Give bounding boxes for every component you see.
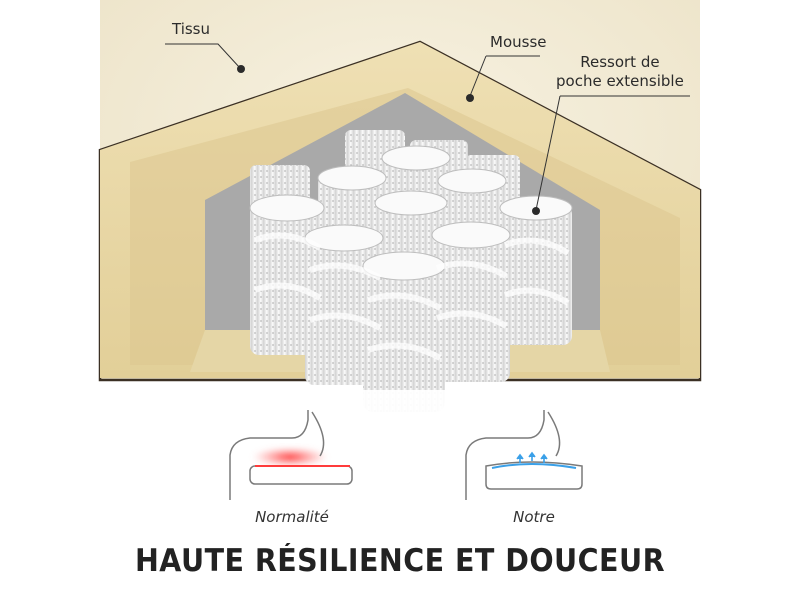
normal-figure	[229, 410, 353, 500]
label-fabric: Tissu	[172, 20, 211, 38]
label-spring: Ressort de poche extensible	[556, 53, 684, 91]
ours-figure	[465, 410, 583, 500]
label-spring-line2: poche extensible	[556, 72, 684, 90]
headline: HAUTE RÉSILIENCE ET DOUCEUR	[134, 543, 666, 579]
callout-lines	[165, 43, 690, 211]
label-spring-line1: Ressort de	[580, 53, 660, 71]
caption-ours: Notre	[513, 508, 555, 526]
comparison-panel	[132, 390, 668, 530]
caption-normal: Normalité	[255, 508, 329, 526]
callout-dot-spring	[532, 207, 540, 215]
callout-dot-fabric	[237, 65, 245, 73]
label-foam: Mousse	[490, 33, 547, 51]
callout-dot-foam	[466, 94, 474, 102]
pocket-springs	[249, 130, 573, 412]
